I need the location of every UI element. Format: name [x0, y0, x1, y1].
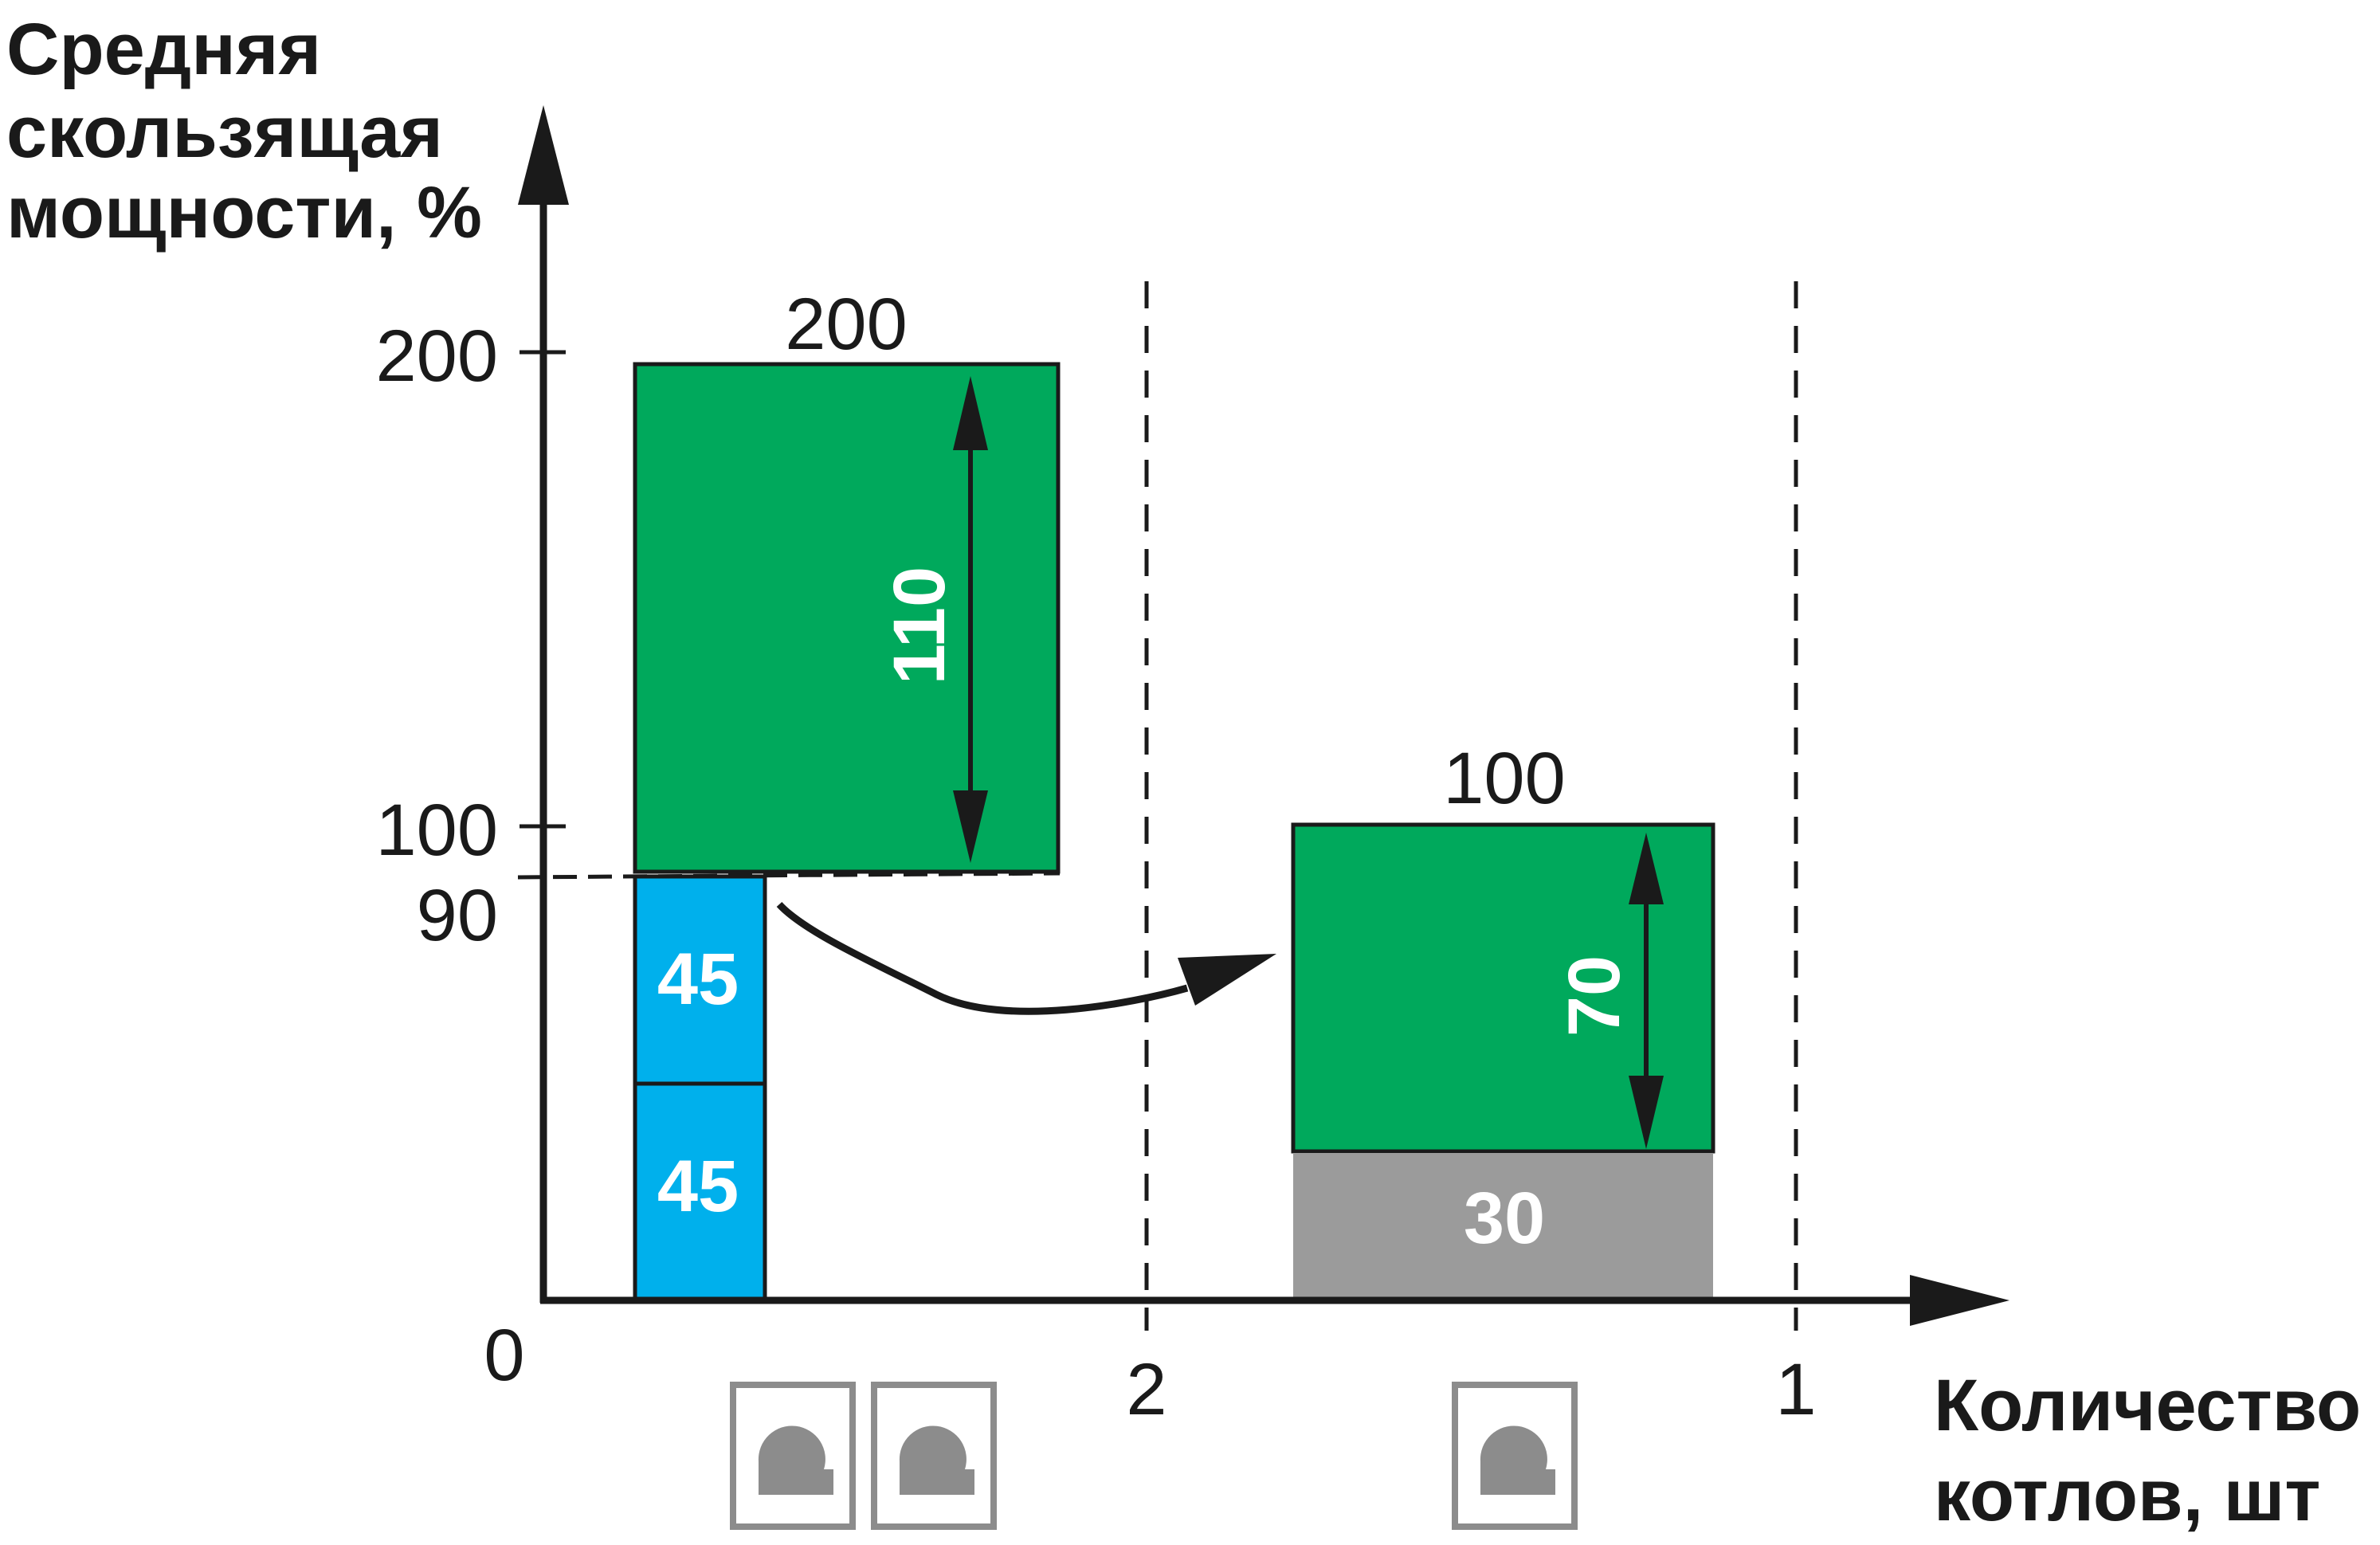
- y-tick-label-90: 90: [417, 875, 498, 956]
- y-axis-title-line-2: скользящая: [6, 92, 443, 173]
- y-tick-label-200: 200: [376, 316, 499, 397]
- boiler-icon: [1455, 1385, 1574, 1527]
- y-axis-title-line-1: Средняя: [6, 9, 321, 90]
- level-90-line: [517, 871, 1061, 880]
- stage-one-base-block: [1293, 1153, 1713, 1300]
- range-label-110: 110: [879, 567, 960, 684]
- x-axis-title-line-2: котлов, шт: [1934, 1455, 2320, 1536]
- boiler-b-block: [633, 1081, 767, 1303]
- boiler-a-label: 45: [657, 939, 739, 1020]
- y-tick-label-100: 100: [376, 790, 499, 871]
- boiler-icon: [733, 1385, 853, 1527]
- range-label-70: 70: [1554, 955, 1635, 1037]
- x-axis-arrowhead: [1910, 1275, 2009, 1326]
- y-axis-title: Средняя скользящая мощности, %: [6, 9, 482, 253]
- x-tick-label-2: 2: [1126, 1349, 1166, 1430]
- boiler-b-label: 45: [657, 1146, 739, 1227]
- transition-arrow: [776, 901, 1276, 1015]
- range-arrow-110: [953, 376, 988, 863]
- x-axis-title-line-1: Количество: [1934, 1365, 2361, 1446]
- origin-label: 0: [484, 1315, 524, 1396]
- stage-two-range-block: [633, 362, 1061, 874]
- y-axis-arrowhead: [518, 105, 569, 205]
- x-axis-title: Количество котлов, шт: [1934, 1365, 2380, 1536]
- y-axis-title-line-3: мощности, %: [6, 172, 482, 253]
- stage-one-base-label: 30: [1464, 1178, 1545, 1259]
- stage-one-top-label: 100: [1443, 738, 1566, 819]
- stage-two-top-label: 200: [785, 284, 908, 365]
- boiler-icon: [874, 1385, 994, 1527]
- range-arrow-70: [1629, 833, 1664, 1149]
- x-tick-label-1: 1: [1775, 1349, 1816, 1430]
